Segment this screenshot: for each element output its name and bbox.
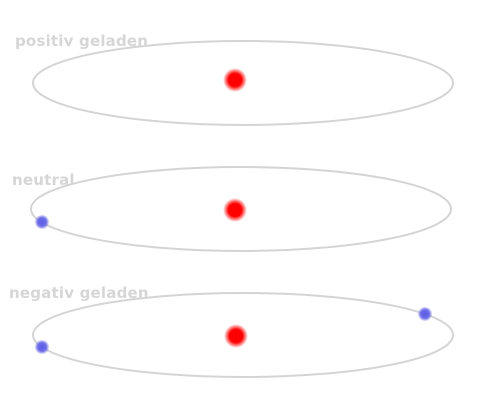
nucleus: [223, 68, 247, 92]
electron: [35, 215, 49, 229]
orbit: [30, 166, 452, 252]
atom-neutral: [30, 166, 452, 252]
orbit: [32, 40, 454, 126]
label-neutral: neutral: [12, 171, 75, 189]
label-negative: negativ geladen: [9, 284, 149, 302]
label-positive: positiv geladen: [15, 32, 149, 50]
atom-negative: [32, 292, 454, 378]
atom-positive: [32, 40, 454, 126]
nucleus: [223, 198, 247, 222]
electron: [35, 340, 49, 354]
nucleus: [224, 324, 248, 348]
electron: [418, 307, 432, 321]
orbit: [32, 292, 454, 378]
